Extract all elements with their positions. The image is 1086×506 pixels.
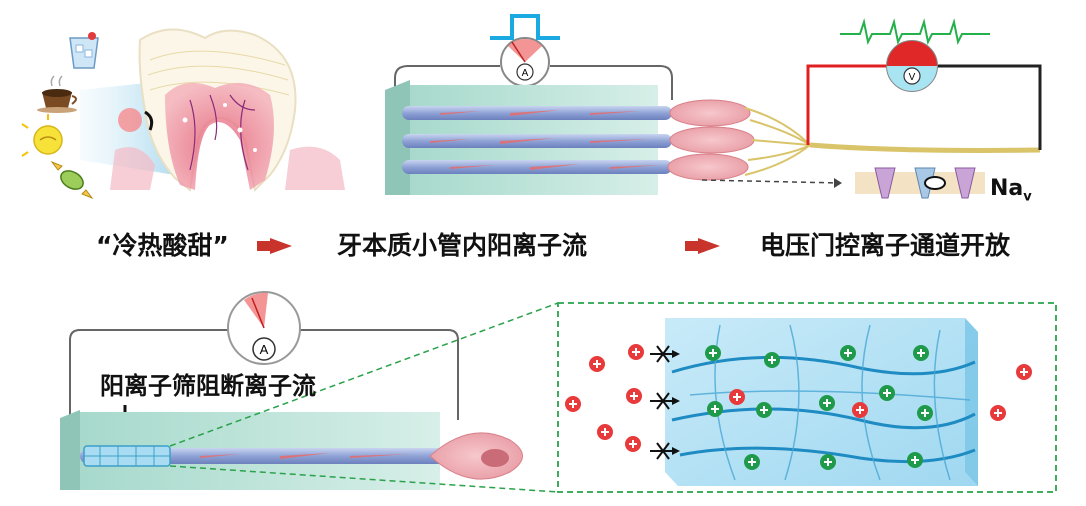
anion-markers	[705, 345, 933, 470]
flow-arrow-2-body	[685, 241, 699, 251]
pain-mark	[144, 110, 154, 131]
voltmeter: V	[886, 40, 938, 92]
nav-label-base: Na	[990, 176, 1024, 201]
square-pulse-icon	[490, 14, 560, 40]
pulp-nerves	[189, 94, 256, 171]
sieve-fibers-thin	[689, 324, 971, 481]
zoom-line-top	[169, 302, 559, 447]
voltmeter-red-wire	[806, 64, 888, 145]
dentin-tubules	[402, 106, 672, 174]
dentin-tubule-bottom	[80, 448, 450, 464]
zoom-line-bottom	[169, 465, 559, 493]
tooth-pulp	[165, 82, 274, 190]
nerve-axon	[809, 142, 1041, 153]
cation-streaks-bottom	[200, 453, 410, 459]
voltmeter-black-wire	[936, 64, 1042, 150]
dentin-side-bottom	[60, 410, 80, 490]
nav-channel-label: Nav	[990, 176, 1032, 204]
cation-flow-streaks	[430, 110, 660, 170]
pulp-sparkles	[182, 103, 257, 152]
ammeter-bottom-symbol: A	[260, 342, 269, 357]
odontoblast-cells	[667, 99, 755, 181]
ammeter-symbol: A	[522, 68, 529, 79]
tooth-panel	[21, 28, 345, 200]
nav-channels	[874, 167, 976, 199]
nav-label-sub: v	[1023, 189, 1032, 205]
sieve-zoom	[565, 318, 1032, 486]
gum-right	[285, 146, 345, 190]
ice-drink-icon	[69, 32, 99, 69]
tubule-panel: A	[385, 14, 1041, 195]
zoom-arrow-head	[834, 178, 842, 188]
flow-arrow-1-body	[257, 241, 271, 251]
voltmeter-symbol: V	[909, 72, 916, 83]
caption-channel-open: 电压门控离子通道开放	[760, 231, 1011, 260]
sieve-block-side	[965, 318, 978, 486]
ammeter-top: A	[500, 37, 550, 87]
channel-panel: V	[701, 18, 1042, 199]
pain-glow	[118, 108, 142, 132]
ammeter-bottom: A	[227, 291, 301, 365]
cation-markers	[565, 344, 1032, 452]
blocked-arrows	[650, 345, 680, 460]
zoom-dashed-arrow	[701, 179, 841, 184]
candy-icon	[50, 160, 94, 200]
odontoblast-bottom	[429, 432, 523, 480]
coffee-cup-icon	[37, 75, 77, 113]
lemon-icon	[21, 114, 63, 157]
caption-stimuli: “冷热酸甜”	[96, 231, 229, 260]
flow-arrow-2	[698, 238, 720, 254]
action-potential-trace	[840, 18, 990, 46]
sieve-circuit-wire	[69, 329, 459, 420]
cell-nucleus	[481, 449, 509, 467]
ammeter-circuit-wire	[394, 65, 673, 100]
caption-tubule-flow: 牙本质小管内阳离子流	[337, 231, 588, 260]
gum-left	[110, 147, 155, 190]
enamel-texture	[147, 50, 290, 96]
caption-cation-sieve: 阳离子筛阻断离子流	[100, 372, 316, 400]
nerve-fibers	[744, 107, 811, 176]
sieve-panel: A	[60, 291, 1057, 493]
sieve-mesh	[84, 446, 170, 466]
zoom-box	[557, 302, 1057, 493]
flow-arrow-1	[270, 238, 292, 254]
